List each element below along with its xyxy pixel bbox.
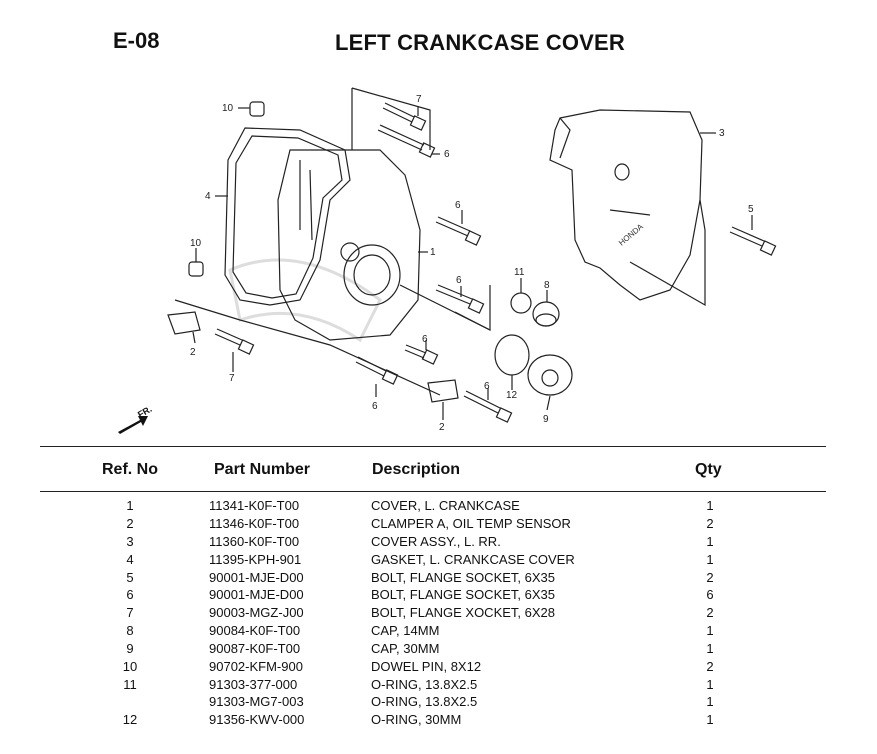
svg-text:10: 10 — [222, 103, 234, 114]
svg-text:11: 11 — [514, 267, 525, 278]
section-code: E-08 — [113, 28, 160, 53]
col-header-description: Description — [372, 461, 461, 478]
svg-text:6: 6 — [444, 149, 450, 160]
svg-text:1: 1 — [430, 247, 436, 258]
svg-text:2: 2 — [190, 347, 196, 358]
gasket-outline — [224, 127, 351, 306]
svg-text:6: 6 — [484, 381, 490, 392]
svg-text:10: 10 — [190, 238, 202, 249]
page-title: LEFT CRANKCASE COVER — [334, 30, 625, 55]
col-header-part-number: Part Number — [214, 461, 311, 478]
col-header-qty: Qty — [695, 461, 722, 478]
svg-text:8: 8 — [544, 280, 550, 291]
table-header-rule — [40, 491, 826, 492]
callout-labels: 10 7 6 3 4 6 1 5 10 6 11 8 2 6 7 12 6 6 … — [190, 94, 754, 433]
rear-cover-outline — [549, 109, 703, 301]
bolt-6-top — [377, 124, 436, 158]
svg-text:7: 7 — [416, 94, 422, 105]
svg-text:FR.: FR. — [136, 404, 154, 420]
svg-text:12: 12 — [506, 390, 518, 401]
svg-text:6: 6 — [455, 200, 461, 211]
svg-text:6: 6 — [456, 275, 462, 286]
svg-text:9: 9 — [543, 414, 549, 425]
bolt-6-bottom-a — [404, 344, 439, 365]
svg-text:2: 2 — [439, 422, 445, 433]
svg-text:4: 4 — [205, 191, 211, 202]
bolt-6-lower — [435, 284, 485, 314]
bolt-7-top — [382, 102, 427, 131]
svg-text:6: 6 — [422, 334, 428, 345]
bolt-5 — [729, 226, 777, 256]
bolt-6-bottom-b — [355, 356, 399, 385]
svg-text:3: 3 — [719, 128, 725, 139]
svg-text:7: 7 — [229, 373, 235, 384]
bolt-7-left — [214, 328, 255, 355]
exploded-parts-diagram: 10 7 6 3 4 6 1 5 10 6 11 8 2 6 7 12 6 6 … — [118, 87, 777, 434]
svg-text:6: 6 — [372, 401, 378, 412]
col-header-ref: Ref. No — [102, 461, 158, 478]
crankcase-cover-outline — [277, 149, 421, 341]
bolt-6-right — [463, 390, 513, 423]
brand-mark-cover: HONDA — [617, 222, 645, 248]
front-arrow-icon: FR. — [118, 404, 154, 434]
svg-text:5: 5 — [748, 204, 754, 215]
bolt-6-mid — [435, 216, 482, 246]
table-top-rule — [40, 446, 826, 447]
